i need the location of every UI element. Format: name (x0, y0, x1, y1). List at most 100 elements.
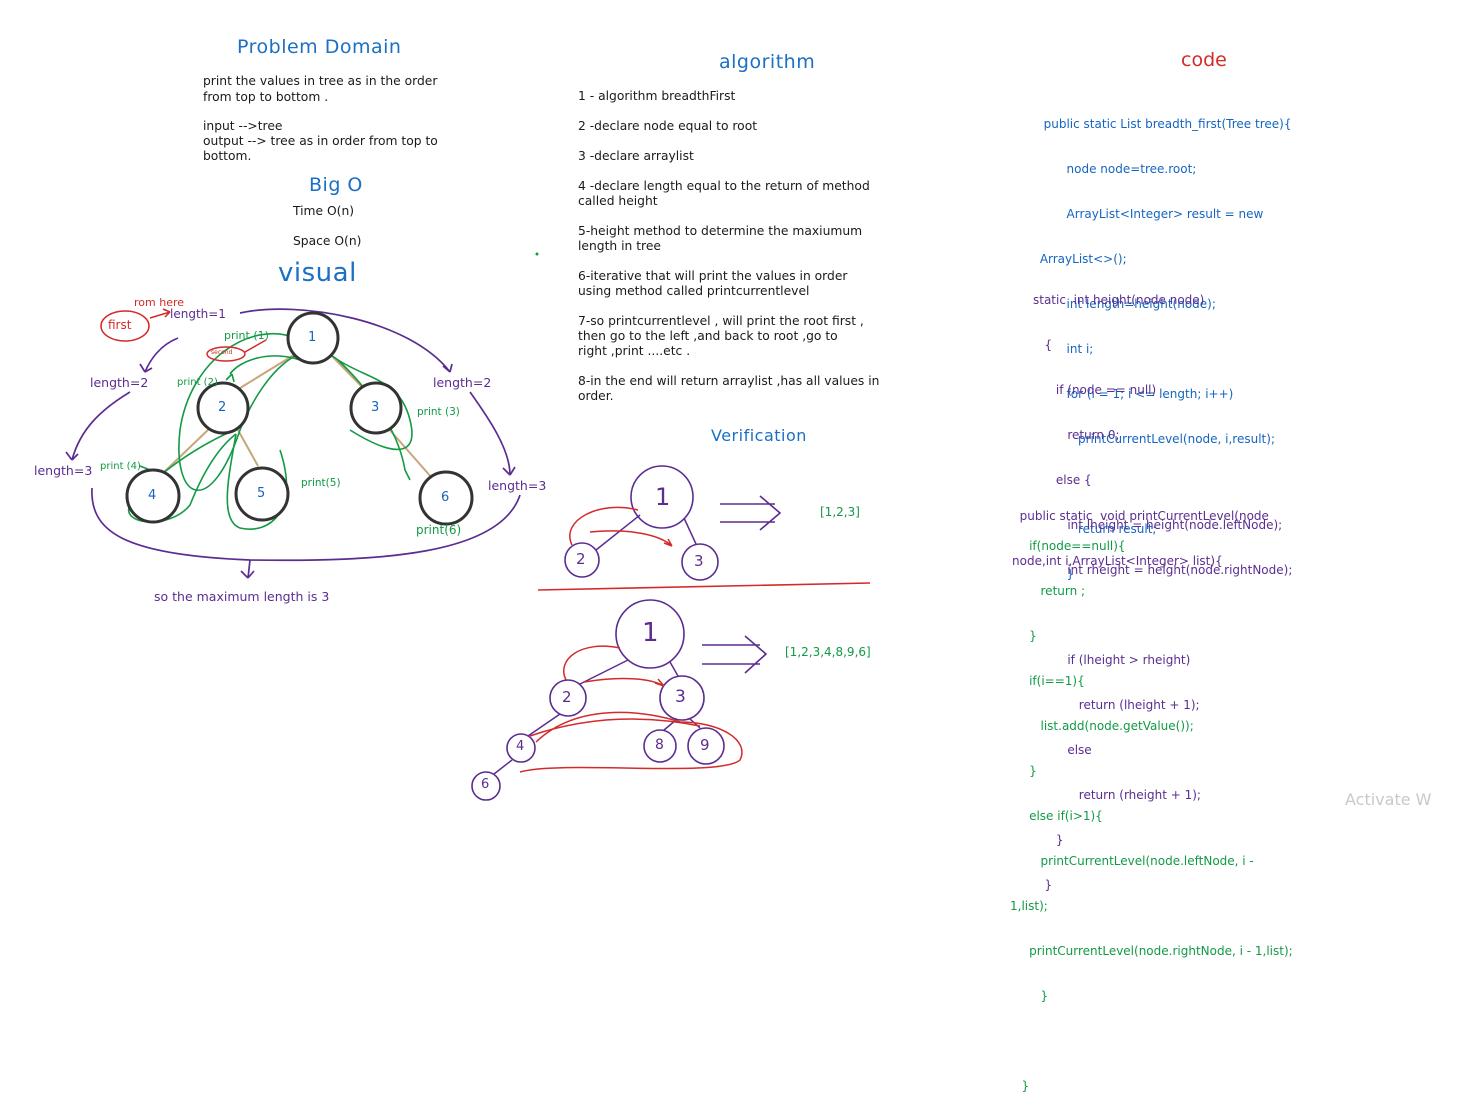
length3-right-label: length=3 (488, 478, 547, 493)
verify2-node-1: 1 (642, 618, 659, 648)
verify2-node-2: 2 (562, 688, 572, 706)
algorithm-title: algorithm (719, 51, 816, 73)
visual-node-6: 6 (441, 490, 450, 505)
code-breadth-first-block: public static List breadth_first(Tree tr… (1036, 87, 1292, 597)
algorithm-step-8-line2: order. (578, 389, 614, 403)
problem-input: input -->tree (203, 119, 283, 133)
code-line: node node=tree.root; (1036, 162, 1197, 176)
verify1-result: [1,2,3] (820, 505, 860, 519)
code-line: else (1033, 743, 1092, 757)
code-line: if (lheight > rheight) (1033, 653, 1191, 667)
algorithm-step-6-line2: using method called printcurrentlevel (578, 284, 810, 298)
code-line: else if(i>1){ (1010, 809, 1103, 823)
visual-node-5: 5 (257, 486, 266, 501)
length2-right-label: length=2 (433, 375, 492, 390)
length3-left-label: length=3 (34, 463, 93, 478)
visual-node-4: 4 (148, 488, 157, 503)
algorithm-step-7-line1: 7-so printcurrentlevel , will print the … (578, 314, 864, 328)
verify1-node-3: 3 (694, 552, 704, 570)
algorithm-step-2: 2 -declare node equal to root (578, 119, 758, 133)
code-line: return ; (1010, 584, 1086, 598)
verify1-node-1: 1 (655, 483, 671, 511)
code-line: int lheight = height(node.leftNode); (1033, 518, 1283, 532)
verify2-result: [1,2,3,4,8,9,6] (785, 645, 871, 659)
problem-domain-title: Problem Domain (237, 36, 402, 58)
visual-purple-brackets (65, 308, 521, 579)
code-line: { (1033, 338, 1053, 352)
code-line: public static void printCurrentLevel(nod… (1012, 509, 1269, 523)
visual-red-markers (100, 308, 267, 362)
verification-tree-2 (471, 599, 768, 801)
print5-label: print(5) (301, 477, 341, 489)
print3-label: print (3) (417, 406, 460, 418)
code-line: ArrayList<Integer> result = new (1036, 207, 1264, 221)
code-line: return (lheight + 1); (1033, 698, 1200, 712)
code-line (1010, 1034, 1293, 1049)
code-line: return result; (1036, 522, 1157, 536)
code-line: if(i==1){ (1010, 674, 1085, 688)
code-title: code (1181, 49, 1227, 71)
problem-output-line1: output --> tree as in order from top to (203, 134, 438, 148)
big-o-title: Big O (309, 174, 363, 196)
algorithm-step-7-line3: right ,print ....etc . (578, 344, 691, 358)
algorithm-step-8-line1: 8-in the end will return arraylist ,has … (578, 374, 880, 388)
code-line: printCurrentLevel(node, i,result); (1036, 432, 1275, 446)
stray-dot (535, 252, 539, 256)
verify2-node-6: 6 (481, 777, 490, 792)
code-line: 1,list); (1010, 899, 1048, 913)
visual-title: visual (278, 258, 357, 288)
big-o-time: Time O(n) (293, 204, 355, 218)
algorithm-step-3: 3 -declare arraylist (578, 149, 694, 163)
code-line: } (1010, 989, 1049, 1003)
visual-first-label: first (108, 318, 132, 332)
verify2-node-3: 3 (675, 687, 686, 707)
code-line: } (1036, 567, 1075, 581)
print4-label: print (4) (100, 461, 141, 472)
verification-tree-1 (537, 465, 871, 591)
length2-left-label: length=2 (90, 375, 149, 390)
algorithm-step-1: 1 - algorithm breadthFirst (578, 89, 736, 103)
print2-label: print (2) (177, 377, 218, 388)
big-o-space: Space O(n) (293, 234, 362, 248)
code-line: int rheight = height(node.rightNode); (1033, 563, 1293, 577)
code-line: else { (1033, 473, 1092, 487)
code-line: printCurrentLevel(node.leftNode, i - (1010, 854, 1254, 868)
code-line: } (1010, 764, 1037, 778)
code-line: for (i = 1; i <= length; i++) (1036, 387, 1234, 401)
problem-desc-line1: print the values in tree as in the order (203, 74, 438, 88)
code-line: ArrayList<>(); (1036, 252, 1127, 266)
length1-label: length=1 (170, 307, 226, 321)
code-print-level-body: if(node==null){ return ; } if(i==1){ lis… (1010, 509, 1293, 1109)
code-line: if (node == null) (1033, 383, 1157, 397)
code-line: } (1010, 1079, 1030, 1093)
visual-root-note: rom here (134, 296, 185, 309)
code-line: static int height(node node) (1033, 293, 1205, 307)
algorithm-step-4-line2: called height (578, 194, 658, 208)
code-height-block: static int height(node node) { if (node … (1033, 263, 1292, 908)
visual-second-label: second (211, 349, 233, 356)
visual-tree-nodes (125, 311, 474, 526)
print6-label: print(6) (416, 523, 462, 537)
code-line: printCurrentLevel(node.rightNode, i - 1,… (1010, 944, 1293, 958)
visual-conclusion: so the maximum length is 3 (154, 589, 330, 604)
code-line: int length=height(node); (1036, 297, 1216, 311)
visual-node-2: 2 (218, 400, 227, 415)
algorithm-step-6-line1: 6-iterative that will print the values i… (578, 269, 848, 283)
code-line: } (1010, 629, 1037, 643)
algorithm-step-5-line1: 5-height method to determine the maxiumu… (578, 224, 863, 238)
diagram-canvas (65, 252, 871, 801)
algorithm-step-7-line2: then go to the left ,and back to root ,g… (578, 329, 838, 343)
code-line: int i; (1036, 342, 1094, 356)
verify1-node-2: 2 (576, 550, 586, 568)
verify2-node-4: 4 (516, 739, 525, 754)
code-line: if(node==null){ (1010, 539, 1126, 553)
problem-desc-line2: from top to bottom . (203, 90, 329, 104)
verify2-node-8: 8 (655, 737, 664, 753)
visual-node-1: 1 (308, 330, 317, 345)
problem-output-line2: bottom. (203, 149, 252, 163)
verification-title: Verification (711, 426, 807, 445)
algorithm-step-5-line2: length in tree (578, 239, 661, 253)
code-line: list.add(node.getValue()); (1010, 719, 1194, 733)
code-line: node,int i,ArrayList<Integer> list){ (1012, 554, 1223, 568)
code-line: return 0; (1033, 428, 1120, 442)
